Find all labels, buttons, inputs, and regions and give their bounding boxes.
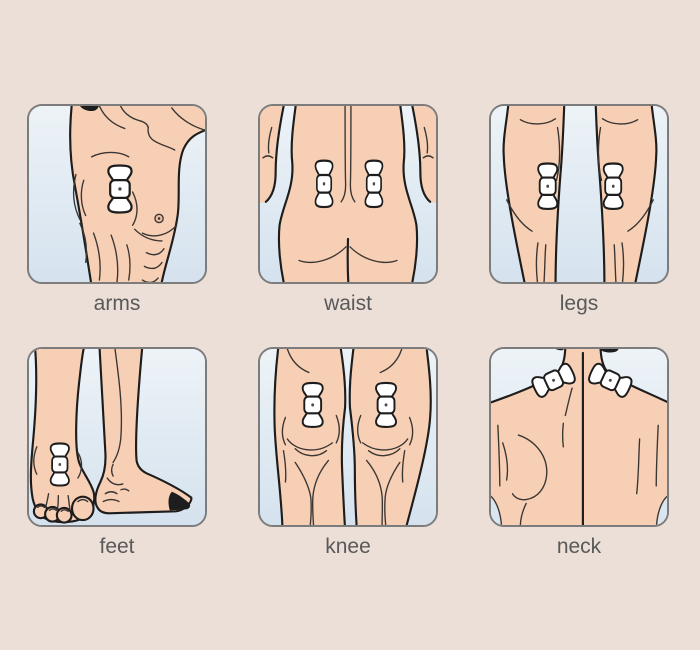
card-label-knee: knee — [325, 535, 371, 558]
electrode-pad-icon — [602, 162, 624, 211]
knee-illustration — [258, 347, 438, 527]
feet-card: feet — [27, 347, 207, 560]
neck-illustration — [489, 347, 669, 527]
card-label-neck: neck — [556, 535, 602, 558]
card-legs: legs — [489, 104, 669, 317]
shoulder-blade-line — [636, 438, 641, 495]
hair-tuft — [555, 349, 564, 351]
card-label-arms: arms — [93, 292, 141, 315]
electrode-pad-icon — [301, 381, 324, 428]
legs-illustration — [489, 104, 669, 284]
kneecap-line — [286, 438, 334, 451]
spine-line — [340, 106, 347, 203]
big-toe — [70, 495, 95, 522]
card-waist: waist — [258, 104, 438, 317]
electrode-pad-icon — [537, 162, 559, 211]
card-arms: arms — [27, 104, 207, 317]
waist-illustration — [258, 104, 438, 284]
hair-tuft — [80, 106, 99, 112]
arms-illustration — [27, 104, 207, 284]
card-knee: knee — [258, 347, 438, 560]
electrode-pad-icon — [374, 381, 398, 428]
hair-tuft — [599, 349, 619, 353]
card-label-feet: feet — [99, 535, 135, 558]
shoulder-blade-line — [511, 434, 548, 501]
shaded-toes — [168, 491, 191, 511]
card-neck: neck — [489, 347, 669, 560]
electrode-pad-icon — [314, 159, 334, 209]
kneecap-line — [361, 438, 409, 451]
buttock-crease — [346, 237, 350, 282]
electrode-pad-icon — [107, 164, 133, 214]
card-label-legs: legs — [559, 292, 599, 315]
electrode-pad-icon — [364, 159, 384, 209]
card-label-waist: waist — [324, 292, 372, 315]
body-areas-grid: arms — [27, 104, 669, 560]
feet-illustration — [27, 347, 207, 527]
